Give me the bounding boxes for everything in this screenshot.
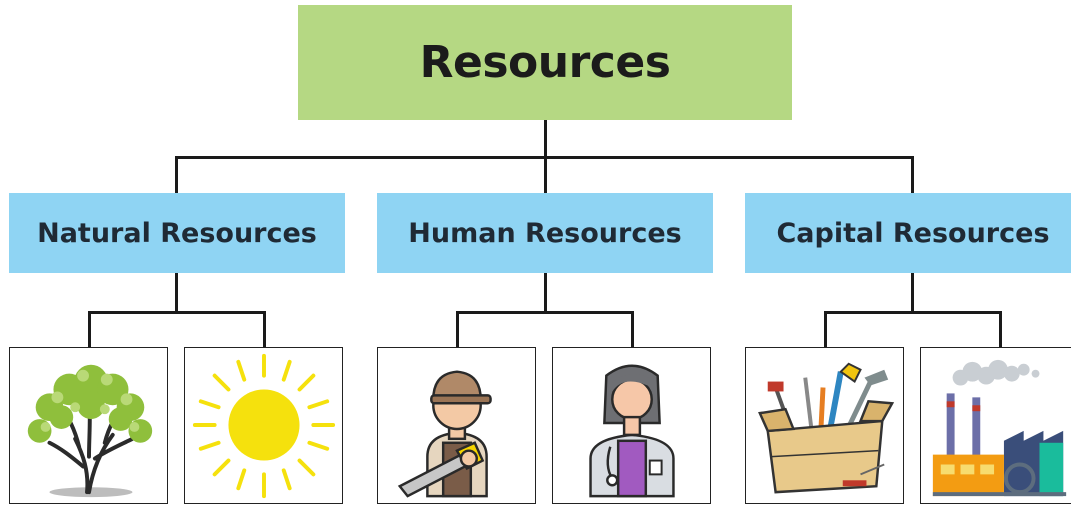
connector-human-right (631, 311, 634, 347)
toolbox-icon (758, 362, 895, 494)
connector-natural-left (88, 311, 91, 347)
tree-icon (27, 364, 153, 498)
connector-capital-horizontal (824, 311, 1002, 314)
category-label: Natural Resources (37, 217, 317, 249)
leaf-factory (920, 347, 1071, 504)
connector-root-down (544, 120, 547, 158)
doctor-icon (589, 364, 675, 498)
category-label: Capital Resources (776, 217, 1050, 249)
connector-natural-horizontal (88, 311, 266, 314)
leaf-doctor (552, 347, 711, 504)
connector-human-horizontal (456, 311, 634, 314)
connector-to-natural (175, 156, 178, 193)
connector-to-capital (911, 156, 914, 193)
connector-human-down (544, 273, 547, 313)
category-label: Human Resources (408, 217, 682, 249)
leaf-sun (184, 347, 343, 504)
connector-capital-right (999, 311, 1002, 347)
leaf-tree (9, 347, 168, 504)
root-label: Resources (419, 37, 671, 88)
connector-human-left (456, 311, 459, 347)
connector-to-human (544, 156, 547, 193)
connector-capital-down (911, 273, 914, 313)
leaf-worker (377, 347, 536, 504)
root-node-resources: Resources (298, 5, 792, 120)
connector-capital-left (824, 311, 827, 347)
category-node-human: Human Resources (377, 193, 713, 273)
leaf-toolbox (745, 347, 904, 504)
worker-with-saw-icon (397, 370, 492, 498)
category-node-natural: Natural Resources (9, 193, 345, 273)
factory-icon (932, 359, 1067, 497)
sun-icon (192, 353, 336, 499)
connector-natural-down (175, 273, 178, 313)
connector-natural-right (263, 311, 266, 347)
category-node-capital: Capital Resources (745, 193, 1071, 273)
